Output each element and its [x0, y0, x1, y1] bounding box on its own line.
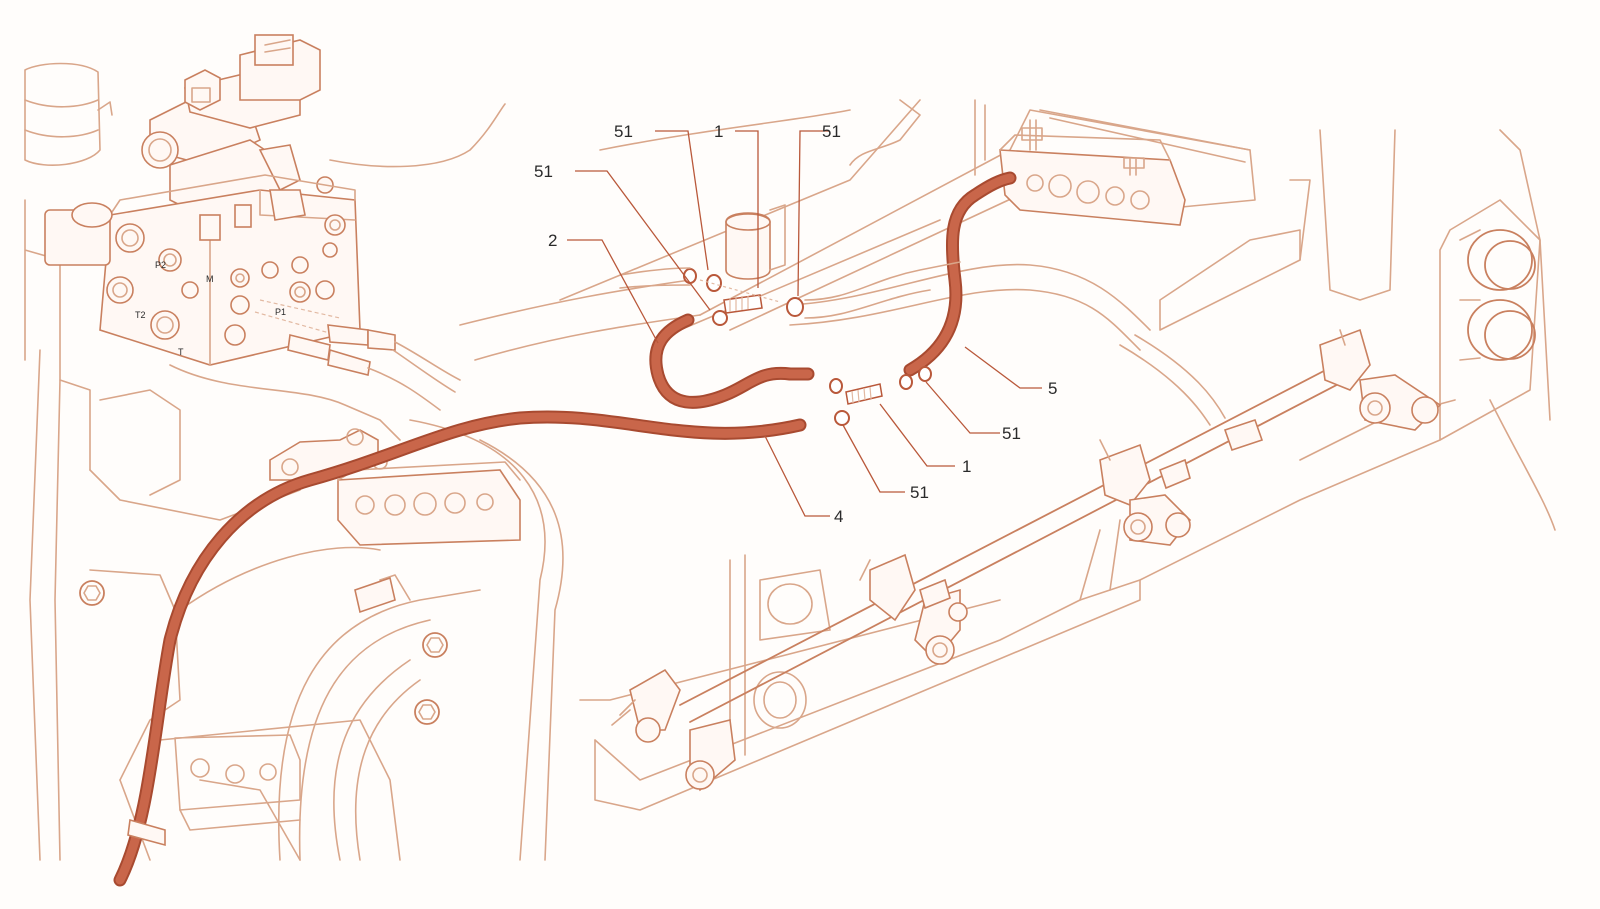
- callout-labels: 51 1 51 51 2 5 51 1 51 4: [534, 122, 1057, 526]
- seal-ring: [706, 274, 722, 292]
- port-label-p1: P1: [275, 307, 286, 317]
- machine-frame: [24, 62, 1556, 861]
- hose-assemblies: [113, 171, 1017, 887]
- callout-label: 4: [834, 507, 843, 526]
- callout-leaders: [567, 130, 1042, 517]
- port-label-t2: T2: [135, 310, 146, 320]
- nozzle-3: [1099, 439, 1192, 546]
- nozzle-2: [859, 553, 968, 665]
- spray-boom: [611, 328, 1442, 792]
- callout-label: 1: [962, 457, 971, 476]
- seal-ring: [918, 366, 932, 382]
- callout-label: 51: [1002, 424, 1021, 443]
- port-label-t: T: [178, 347, 184, 357]
- nozzle-1: [611, 668, 736, 792]
- seal-ring: [899, 374, 913, 390]
- fittings: [619, 204, 961, 426]
- seal-ring: [712, 310, 728, 326]
- seal-ring: [786, 297, 804, 317]
- callout-label: 5: [1048, 379, 1057, 398]
- callout-label: 51: [910, 483, 929, 502]
- seal-ring: [683, 268, 697, 284]
- port-label-m: M: [206, 274, 214, 284]
- callout-label: 51: [614, 122, 633, 141]
- port-label-p2: P2: [155, 260, 166, 270]
- callout-label: 51: [534, 162, 553, 181]
- callout-label: 1: [714, 122, 723, 141]
- control-valve-block: P2 M T2 T P1: [44, 34, 461, 411]
- callout-label: 2: [548, 231, 557, 250]
- seal-ring: [834, 410, 850, 426]
- nozzle-4: [1319, 328, 1442, 431]
- callout-label: 51: [822, 122, 841, 141]
- seal-ring: [829, 378, 843, 394]
